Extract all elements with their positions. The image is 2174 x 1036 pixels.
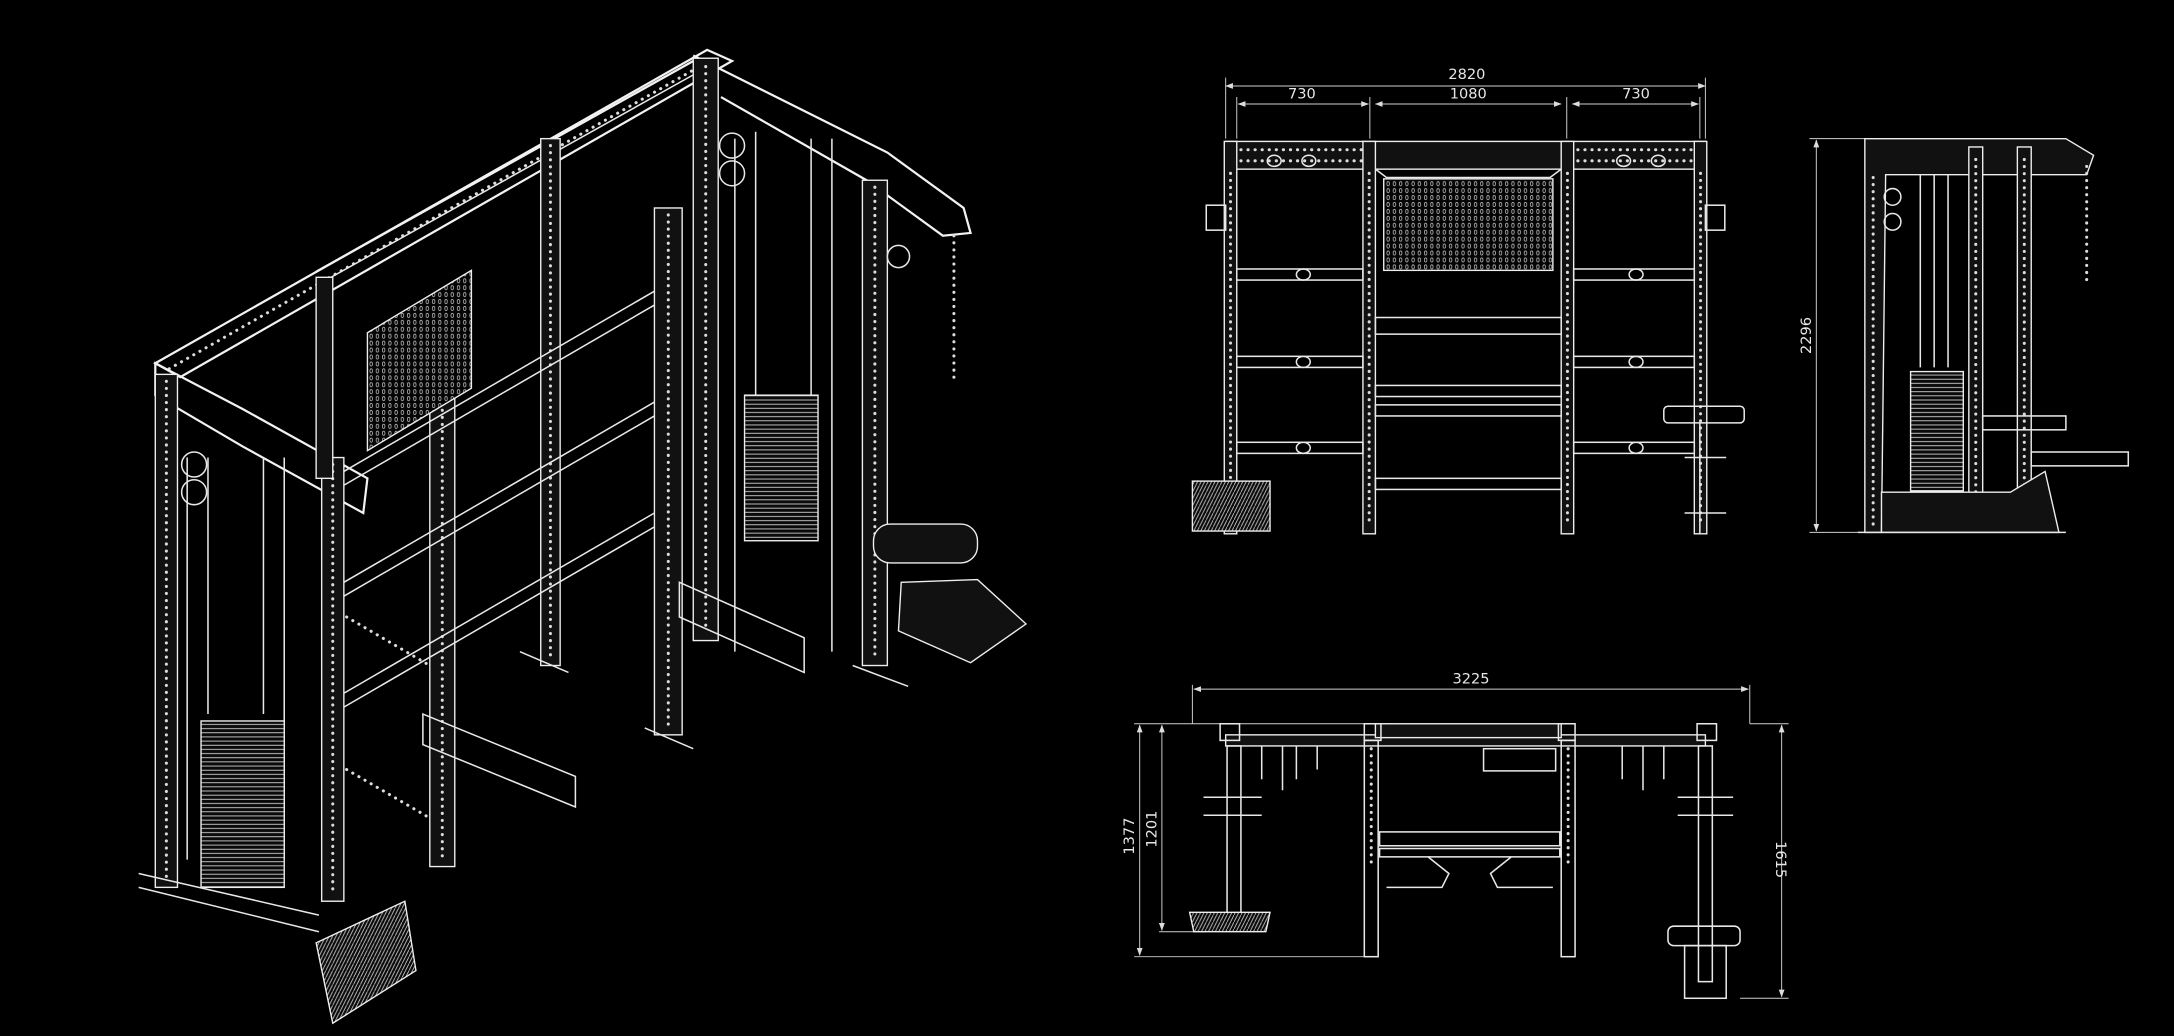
leg-roller: [872, 523, 979, 564]
side-weight-stack: [1909, 370, 1964, 492]
dim-overall-width: 2820: [1448, 66, 1485, 83]
dim-depth-bench: 1615: [1772, 841, 1789, 878]
dim-center-bay: 1080: [1450, 85, 1487, 102]
isometric-view: [138, 48, 1028, 1025]
top-back-rail: [315, 60, 694, 273]
bench-pad: [897, 578, 1028, 664]
dim-top-width: 3225: [1453, 671, 1490, 688]
front-foot-plate: [1191, 480, 1271, 532]
front-pegboard: [1383, 178, 1554, 272]
dim-depth-inner: 1201: [1143, 811, 1160, 848]
dim-right-bay: 730: [1622, 85, 1650, 102]
dim-depth-outer: 1377: [1121, 818, 1138, 855]
top-view: 3225 1377 1201 1615: [1121, 671, 1789, 1000]
side-view: 2296: [1798, 137, 2130, 534]
dim-left-bay: 730: [1288, 85, 1316, 102]
top-foot-plate: [1188, 911, 1271, 933]
pegboard: [366, 269, 473, 452]
foot-plate: [315, 900, 417, 1025]
right-weight-stack: [743, 394, 819, 542]
dim-height: 2296: [1798, 317, 1815, 354]
front-view: 2820 730 1080 730: [1191, 66, 1745, 535]
left-weight-stack: [200, 720, 285, 889]
